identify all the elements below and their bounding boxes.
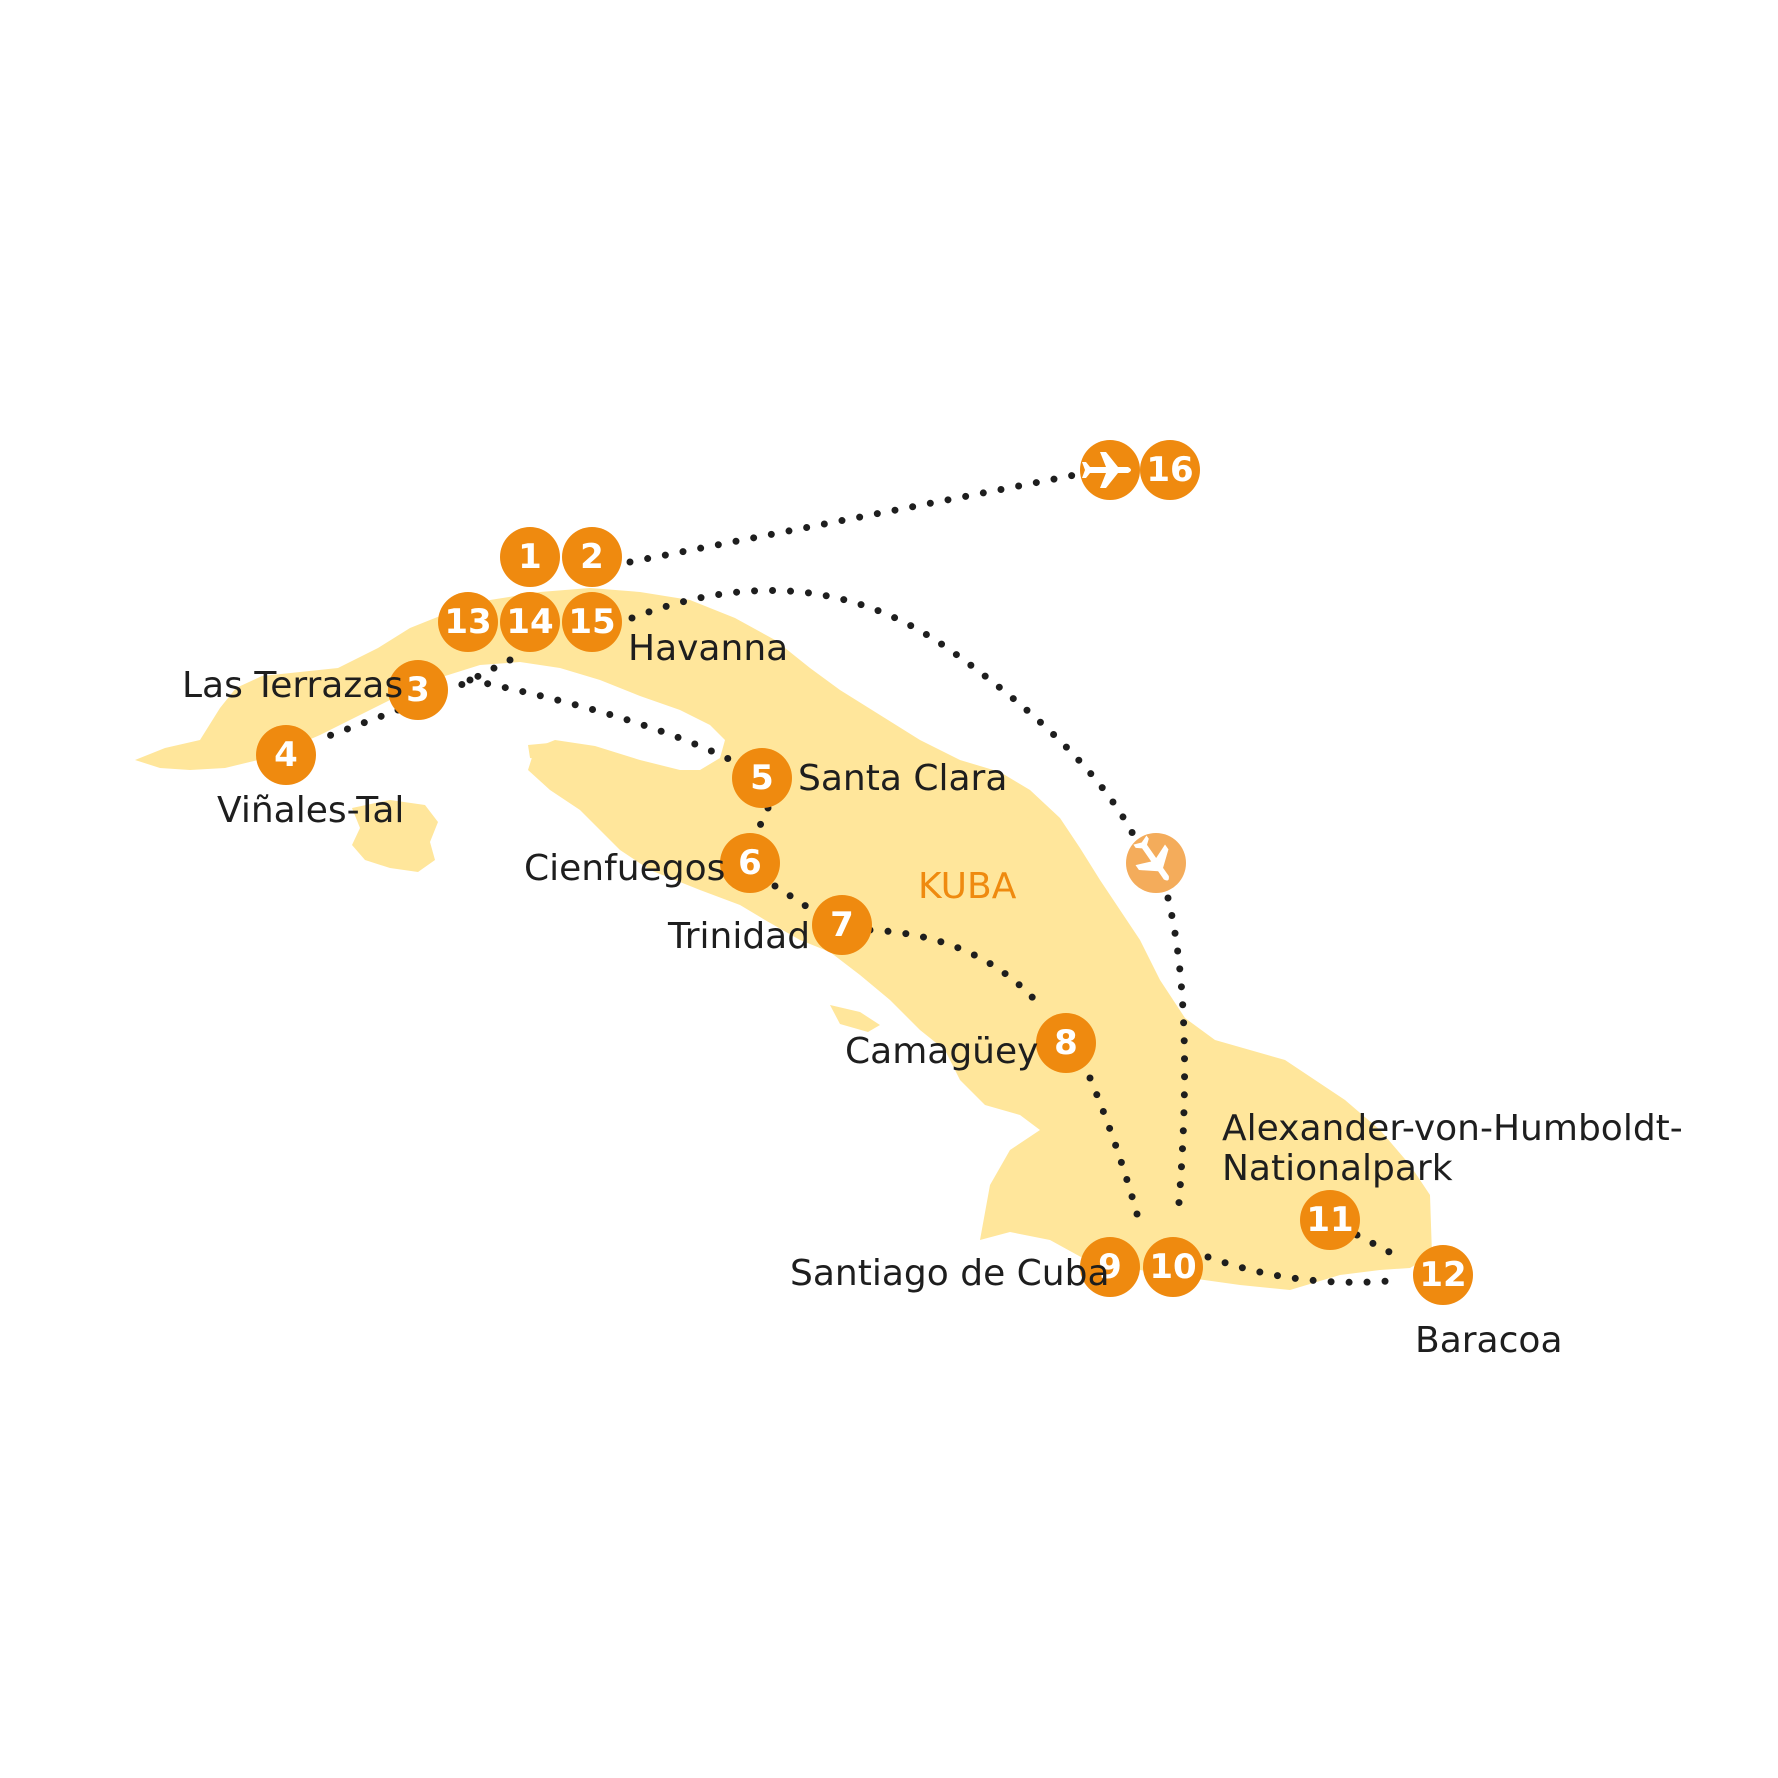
route-santaclara-cienfuegos (754, 804, 772, 834)
stop-number: 13 (444, 602, 491, 642)
stop-marker-11[interactable]: 11 (1300, 1190, 1360, 1250)
stop-marker-2[interactable]: 2 (562, 527, 622, 587)
stop-number: 16 (1146, 450, 1193, 490)
stop-marker-4[interactable]: 4 (256, 725, 316, 785)
cayo-oeste (528, 742, 568, 760)
label-humboldt-line1: Alexander-von-Humboldt- (1222, 1108, 1683, 1149)
route-humboldt-baracoa (1353, 1231, 1399, 1259)
stop-number: 15 (568, 602, 615, 642)
stop-marker-5[interactable]: 5 (732, 748, 792, 808)
stop-number: 5 (750, 758, 774, 798)
airplane-icon (1133, 835, 1169, 881)
stop-number: 9 (1098, 1247, 1122, 1287)
cuba-island (135, 588, 1432, 1290)
stop-number: 2 (580, 537, 604, 577)
stop-marker-12[interactable]: 12 (1413, 1245, 1473, 1305)
route-terrazas-santaclara (466, 676, 739, 766)
stop-marker-16[interactable]: 16 (1140, 440, 1200, 500)
place-labels: Havanna Las Terrazas Viñales-Tal Santa C… (182, 628, 1683, 1361)
stop-number: 1 (518, 537, 542, 577)
label-santiago: Santiago de Cuba (790, 1253, 1110, 1294)
label-humboldt-line2: Nationalpark (1222, 1148, 1453, 1189)
label-vinales: Viñales-Tal (217, 790, 404, 831)
stop-number: 14 (506, 602, 553, 642)
domestic-flight-marker[interactable] (1125, 830, 1186, 893)
stop-marker-13[interactable]: 13 (438, 592, 498, 652)
stop-marker-6[interactable]: 6 (720, 833, 780, 893)
stop-number: 7 (830, 905, 854, 945)
routes (314, 471, 1404, 1286)
stop-number: 8 (1054, 1023, 1078, 1063)
route-havanna-departure (626, 471, 1079, 566)
stop-marker-7[interactable]: 7 (812, 895, 872, 955)
stop-number: 12 (1419, 1255, 1466, 1295)
departure-flight-marker[interactable] (1080, 440, 1140, 500)
label-cienfuegos: Cienfuegos (524, 848, 725, 889)
route-camaguey-santiago (1086, 1074, 1144, 1229)
stop-marker-9[interactable]: 9 (1080, 1237, 1140, 1297)
label-camaguey: Camagüey (845, 1031, 1038, 1072)
stop-marker-14[interactable]: 14 (500, 592, 560, 652)
route-havanna-santiago-flight (628, 587, 1139, 842)
route-flight-to-10 (1164, 894, 1189, 1219)
label-santa-clara: Santa Clara (798, 758, 1007, 799)
stop-number: 6 (738, 843, 762, 883)
stop-marker-1[interactable]: 1 (500, 527, 560, 587)
label-havanna: Havanna (628, 628, 788, 669)
stop-markers: 1 2 13 14 15 3 4 5 (256, 440, 1473, 1305)
label-baracoa: Baracoa (1415, 1320, 1563, 1361)
stop-marker-8[interactable]: 8 (1036, 1013, 1096, 1073)
route-terrazas-vinales (314, 706, 402, 744)
stop-number: 10 (1149, 1247, 1196, 1287)
cayos-norte (995, 812, 1098, 888)
stop-number: 4 (274, 735, 298, 775)
stop-marker-3[interactable]: 3 (388, 660, 448, 720)
stop-marker-15[interactable]: 15 (562, 592, 622, 652)
stop-number: 11 (1306, 1200, 1353, 1240)
label-trinidad: Trinidad (667, 916, 810, 957)
route-havanna-terrazas (451, 656, 514, 692)
isla-de-la-juventud (352, 800, 438, 872)
stop-marker-10[interactable]: 10 (1143, 1237, 1203, 1297)
label-las-terrazas: Las Terrazas (182, 665, 403, 706)
cayos-sur (830, 1005, 880, 1032)
airplane-icon (1082, 452, 1131, 488)
label-country: KUBA (918, 866, 1017, 907)
stop-number: 3 (406, 670, 430, 710)
